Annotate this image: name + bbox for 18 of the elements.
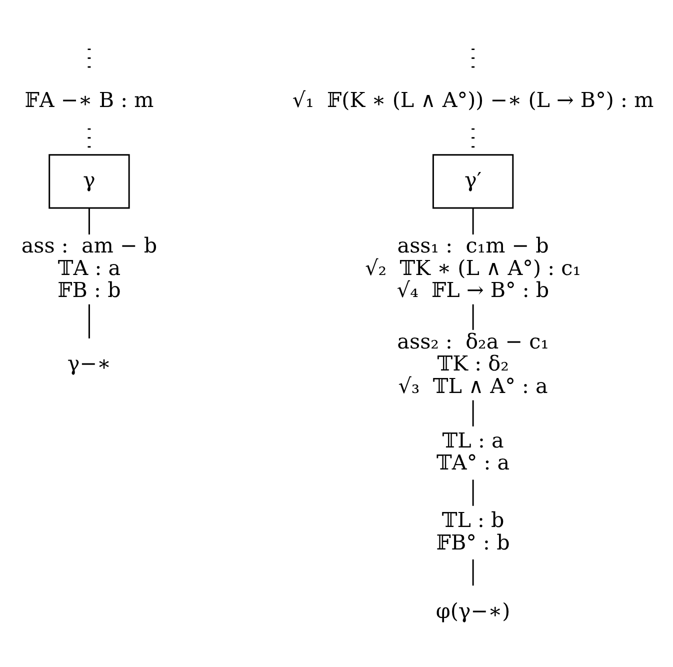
node-text: 𝕋L : a 𝕋A° : a: [436, 428, 510, 475]
connector: [88, 304, 90, 338]
node-text: φ(γ−∗): [436, 598, 510, 623]
connector: [472, 304, 474, 330]
node-box: γ: [48, 154, 130, 209]
node-text: ass : am − b 𝕋A : a 𝔽B : b: [21, 234, 158, 302]
connector: [88, 208, 90, 234]
node-text: √₁ 𝔽(K ∗ (L ∧ A°)) −∗ (L → B°) : m: [292, 88, 654, 112]
node-box: γ′: [432, 154, 514, 209]
connector: [472, 480, 474, 506]
node-text: 𝕋L : b 𝔽B° : b: [436, 508, 510, 554]
connector: [472, 208, 474, 234]
node-text: ass₂ : δ₂a − c₁ 𝕋K : δ₂ √₃ 𝕋L ∧ A° : a: [397, 330, 549, 398]
node-text: 𝔽A −∗ B : m: [24, 88, 154, 112]
connector: [472, 559, 474, 586]
connector: [472, 400, 474, 426]
node-text: ass₁ : c₁m − b √₂ 𝕋K ∗ (L ∧ A°) : c₁ √₄ 𝔽L → B° : b: [365, 234, 581, 302]
node-text: γ−∗: [67, 352, 112, 376]
